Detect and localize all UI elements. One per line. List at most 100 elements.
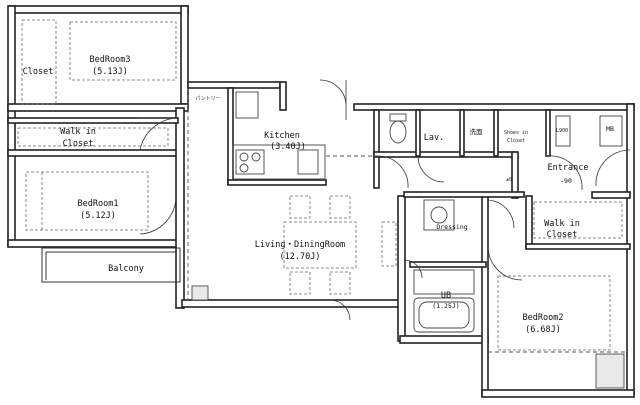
kitchen-counter [232, 144, 326, 180]
door-entrance-inner [545, 155, 583, 191]
wall-bath-bottom [399, 335, 489, 344]
label-bedroom2: BedRoom2 [523, 313, 564, 323]
wall-entrance-left [511, 151, 519, 199]
walkin2-shelf [533, 201, 623, 239]
area-ub: (1.25J) [432, 302, 459, 310]
area-bedroom2: (6.68J) [525, 325, 561, 335]
door-bedroom1 [139, 195, 177, 235]
wall-walkin2-bottom [525, 243, 631, 250]
door-lav [377, 155, 409, 189]
stove [235, 149, 265, 175]
fixtures [191, 91, 625, 389]
closet-bedroom3-outline [21, 19, 57, 105]
wall-bath-left [397, 195, 406, 342]
door-bedroom2 [487, 245, 523, 281]
area-kitchen: (3.40J) [270, 142, 306, 152]
wall-bedroom1-bottom [7, 239, 181, 248]
wall-center-left [175, 107, 185, 309]
balcony-outline [41, 247, 181, 283]
wall-kitchen-left [227, 87, 234, 185]
wall-bedroom3-right [180, 5, 189, 105]
bed-bedroom1 [25, 171, 149, 231]
label-bedroom3: BedRoom3 [90, 55, 131, 65]
tv-stand [381, 221, 397, 267]
label-balcony: Balcony [108, 264, 144, 274]
bed-bedroom2 [497, 275, 611, 351]
walkin1-shelf [17, 127, 169, 147]
wall-walkin2-left [525, 195, 533, 249]
label-dressing: Dressing [436, 223, 467, 231]
washing-area [413, 269, 475, 295]
label-closet: Closet [23, 67, 54, 77]
door-ub [403, 259, 423, 279]
chair-1 [289, 195, 311, 219]
door-walkin2 [487, 199, 515, 229]
wall-kitchen-step [279, 81, 287, 111]
exterior-walls [7, 5, 635, 398]
label-walkin2-line1: Walk in [544, 219, 580, 229]
label-ub: UB [441, 291, 451, 301]
chair-4 [329, 271, 351, 295]
area-bedroom1: (5.12J) [80, 211, 116, 221]
balcony-area [41, 247, 181, 283]
entrance-level: -90 [560, 177, 572, 185]
wall-top-right [353, 103, 635, 111]
wall-left [7, 5, 16, 247]
wall-top-bedroom3 [9, 5, 189, 14]
wall-shoes-right [493, 109, 499, 157]
chair-3 [289, 271, 311, 295]
basin-bowl [430, 206, 448, 224]
fridge [235, 91, 259, 119]
room-labels: BedRoom3 (5.13J) Closet Walk in Closet B… [23, 55, 614, 335]
label-kitchen: Kitchen [264, 131, 300, 141]
interior-walls [7, 87, 631, 268]
label-bedroom1: BedRoom1 [78, 199, 119, 209]
label-shoes-line2: Closet [507, 138, 525, 144]
wall-bottom-bedroom2 [481, 389, 635, 398]
wall-walkin-bottom [7, 149, 179, 157]
wall-lav-wc [415, 109, 421, 157]
wall-dressing-bottom [409, 261, 487, 268]
label-lh: L900 [556, 128, 568, 134]
wall-kitchen-top [187, 81, 281, 89]
wall-lav-bottom [373, 151, 515, 158]
chair-2 [329, 195, 351, 219]
door-living-top [319, 79, 347, 105]
label-pantry: パントリー [195, 96, 220, 102]
wall-bedroom2-left [481, 195, 489, 397]
bathtub [413, 297, 475, 333]
door-walkin1 [139, 117, 177, 151]
column-living [191, 285, 209, 301]
wall-bedroom3-bottom [7, 103, 189, 112]
doors [139, 79, 631, 321]
dining-table [283, 221, 357, 269]
wall-kitchen-counter [227, 179, 327, 186]
label-living: Living・DiningRoom [255, 240, 345, 250]
area-bedroom3: (5.13J) [92, 67, 128, 77]
label-step: ±0 [506, 177, 512, 183]
bathtub-inner [418, 301, 470, 329]
burner-3 [239, 163, 249, 173]
label-walkin1-line2: Closet [63, 139, 94, 149]
label-lav: Lav. [424, 133, 444, 143]
wall-wc-shoes [459, 109, 465, 157]
door-balcony2 [329, 299, 351, 321]
wall-lav-left [373, 109, 380, 189]
wall-living-bottom [181, 299, 401, 308]
door-entrance-main [595, 149, 631, 187]
label-entrance: Entrance [548, 163, 589, 173]
toilet-tank [389, 113, 407, 122]
furniture [17, 19, 623, 351]
wash-basin [423, 199, 455, 231]
door-wc [417, 155, 445, 183]
room-boundaries [187, 88, 626, 353]
label-walkin1-line1: Walk in [60, 127, 96, 137]
column-bedroom2 [595, 353, 625, 389]
wall-entrance-bottom [591, 191, 631, 199]
toilet [389, 120, 407, 144]
area-living: (12.70J) [280, 252, 321, 262]
wall-mb-left [545, 109, 551, 157]
label-mb: MB [606, 125, 614, 133]
meter-box [599, 115, 623, 147]
